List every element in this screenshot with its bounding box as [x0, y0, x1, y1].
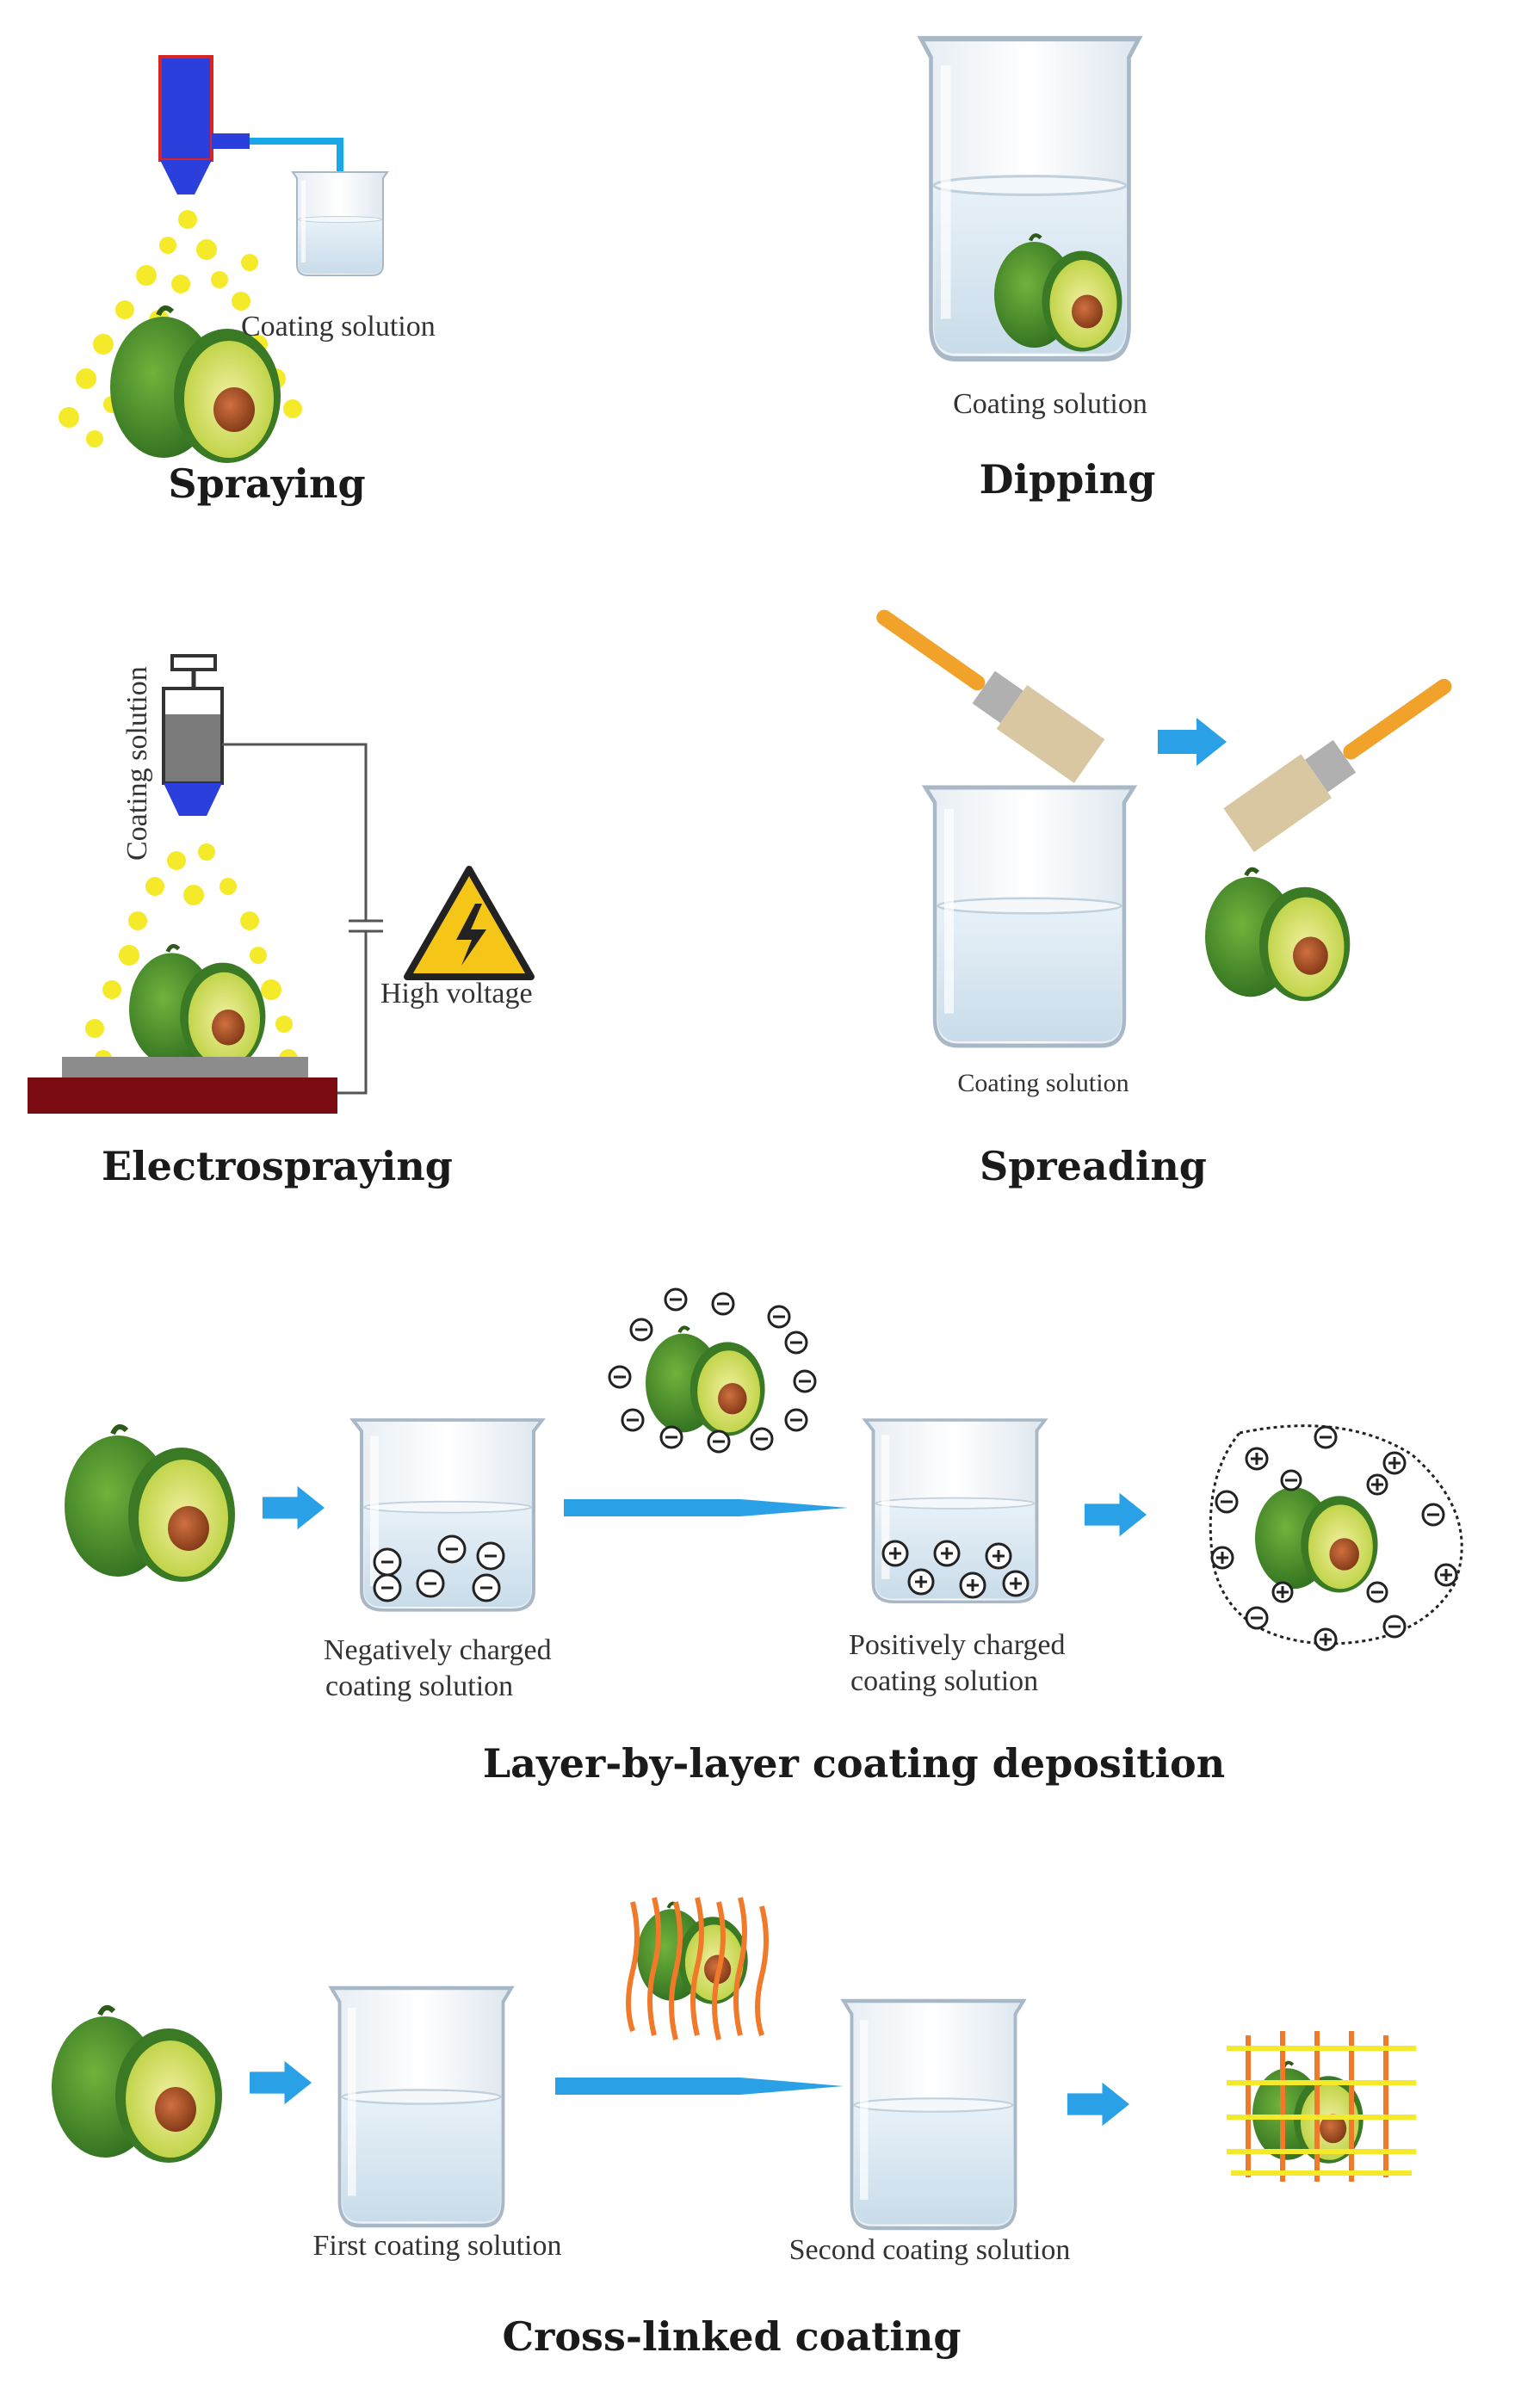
high-voltage-label: High voltage: [380, 978, 533, 1010]
arrow-icon: [1085, 1492, 1147, 1537]
electrospraying-title: Electrospraying: [102, 1143, 453, 1189]
negative-label-line2: coating solution: [325, 1670, 514, 1702]
arrow-icon: [1067, 2082, 1129, 2127]
dipping-solution-label: Coating solution: [953, 388, 1147, 420]
spray-droplets: [59, 210, 302, 448]
second-solution-label: Second coating solution: [788, 2234, 1071, 2266]
first-solution-label: First coating solution: [312, 2230, 562, 2262]
arrow-icon: [250, 2060, 312, 2105]
positive-label-line2: coating solution: [850, 1665, 1039, 1697]
spraying-solution-label: Coating solution: [241, 311, 436, 343]
cross-linked-panel: [52, 1897, 1416, 2228]
positive-label-line1: Positively charged: [849, 1629, 1066, 1661]
avocado-icon: [1205, 869, 1350, 1001]
brush-icon: [1223, 678, 1452, 853]
dipping-title: Dipping: [979, 456, 1156, 503]
avocado-icon: [1251, 2060, 1365, 2165]
layer-by-layer-panel: [65, 1287, 1463, 1652]
electrospray-droplets: [85, 843, 298, 1068]
avocado-icon: [65, 1427, 235, 1582]
electrospraying-panel: [28, 654, 535, 1114]
avocado-icon: [1255, 1481, 1378, 1593]
arrow-icon: [263, 1485, 325, 1530]
negative-label-line1: Negatively charged: [324, 1634, 552, 1666]
dipping-panel: [921, 39, 1139, 359]
avocado-icon: [646, 1327, 765, 1436]
spreading-title: Spreading: [980, 1143, 1207, 1189]
cross-linked-title: Cross-linked coating: [502, 2313, 962, 2360]
crosslink-strands: [626, 1897, 769, 2041]
spray-nozzle-icon: [158, 55, 213, 162]
brush-icon: [876, 609, 1105, 783]
warning-icon: [404, 866, 535, 980]
spreading-solution-label: Coating solution: [957, 1069, 1129, 1097]
arrow-icon: [1158, 718, 1227, 766]
electrospraying-vertical-label: Coating solution: [121, 666, 153, 861]
spraying-panel: [59, 55, 388, 463]
spraying-title: Spraying: [168, 460, 366, 507]
layer-by-layer-title: Layer-by-layer coating deposition: [482, 1740, 1226, 1787]
syringe-icon: [162, 654, 224, 816]
spreading-panel: [876, 609, 1452, 1046]
avocado-icon: [129, 946, 265, 1070]
avocado-icon: [52, 2008, 222, 2163]
